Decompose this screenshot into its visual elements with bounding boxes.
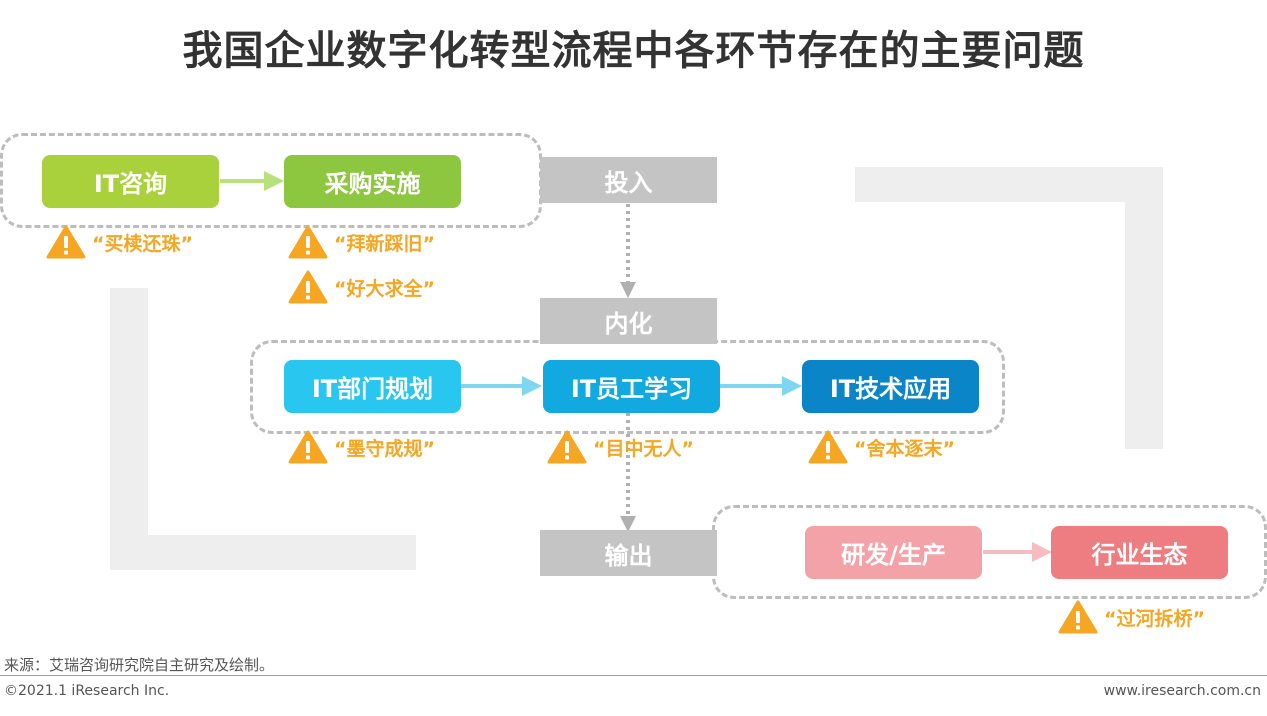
stage-input: 投入 bbox=[540, 157, 717, 203]
issue-procurement-2: “好大求全” bbox=[288, 270, 435, 304]
issue-label: “过河拆桥” bbox=[1104, 607, 1205, 630]
issue-label: “墨守成规” bbox=[334, 437, 435, 460]
issue-tech-application: “舍本逐末” bbox=[808, 430, 955, 464]
copyright: ©2021.1 iResearch Inc. bbox=[4, 683, 170, 699]
step-tech-application: IT技术应用 bbox=[802, 360, 979, 413]
source-note: 来源：艾瑞咨询研究院自主研究及绘制。 bbox=[4, 656, 275, 674]
step-it-consult: IT咨询 bbox=[42, 155, 219, 208]
issue-it-consult: “买椟还珠” bbox=[46, 225, 193, 259]
stage-internal: 内化 bbox=[540, 298, 717, 344]
step-it-planning: IT部门规划 bbox=[284, 360, 461, 413]
left-bracket-horizontal bbox=[110, 535, 416, 570]
issue-label: “买椟还珠” bbox=[92, 232, 193, 255]
warning-icon bbox=[1058, 600, 1098, 634]
issue-label: “舍本逐末” bbox=[854, 437, 955, 460]
issue-label: “拜新踩旧” bbox=[334, 232, 435, 255]
warning-icon bbox=[46, 225, 86, 259]
warning-icon bbox=[288, 225, 328, 259]
right-bracket-horizontal bbox=[855, 167, 1163, 202]
issue-label: “好大求全” bbox=[334, 277, 435, 300]
warning-icon bbox=[808, 430, 848, 464]
footer-divider bbox=[0, 675, 1267, 676]
issue-it-planning: “墨守成规” bbox=[288, 430, 435, 464]
warning-icon bbox=[547, 430, 587, 464]
stage-output: 输出 bbox=[540, 530, 717, 576]
step-rd-production: 研发/生产 bbox=[805, 526, 982, 579]
left-bracket-vertical bbox=[110, 288, 148, 570]
issue-procurement-1: “拜新踩旧” bbox=[288, 225, 435, 259]
issue-label: “目中无人” bbox=[593, 437, 694, 460]
page-title: 我国企业数字化转型流程中各环节存在的主要问题 bbox=[182, 28, 1085, 74]
step-procurement: 采购实施 bbox=[284, 155, 461, 208]
issue-industry-ecosystem: “过河拆桥” bbox=[1058, 600, 1205, 634]
right-bracket-vertical bbox=[1125, 167, 1163, 449]
warning-icon bbox=[288, 430, 328, 464]
warning-icon bbox=[288, 270, 328, 304]
issue-staff-learning: “目中无人” bbox=[547, 430, 694, 464]
step-industry-ecosystem: 行业生态 bbox=[1051, 526, 1228, 579]
step-staff-learning: IT员工学习 bbox=[543, 360, 720, 413]
website-link[interactable]: www.iresearch.com.cn bbox=[1103, 683, 1261, 699]
